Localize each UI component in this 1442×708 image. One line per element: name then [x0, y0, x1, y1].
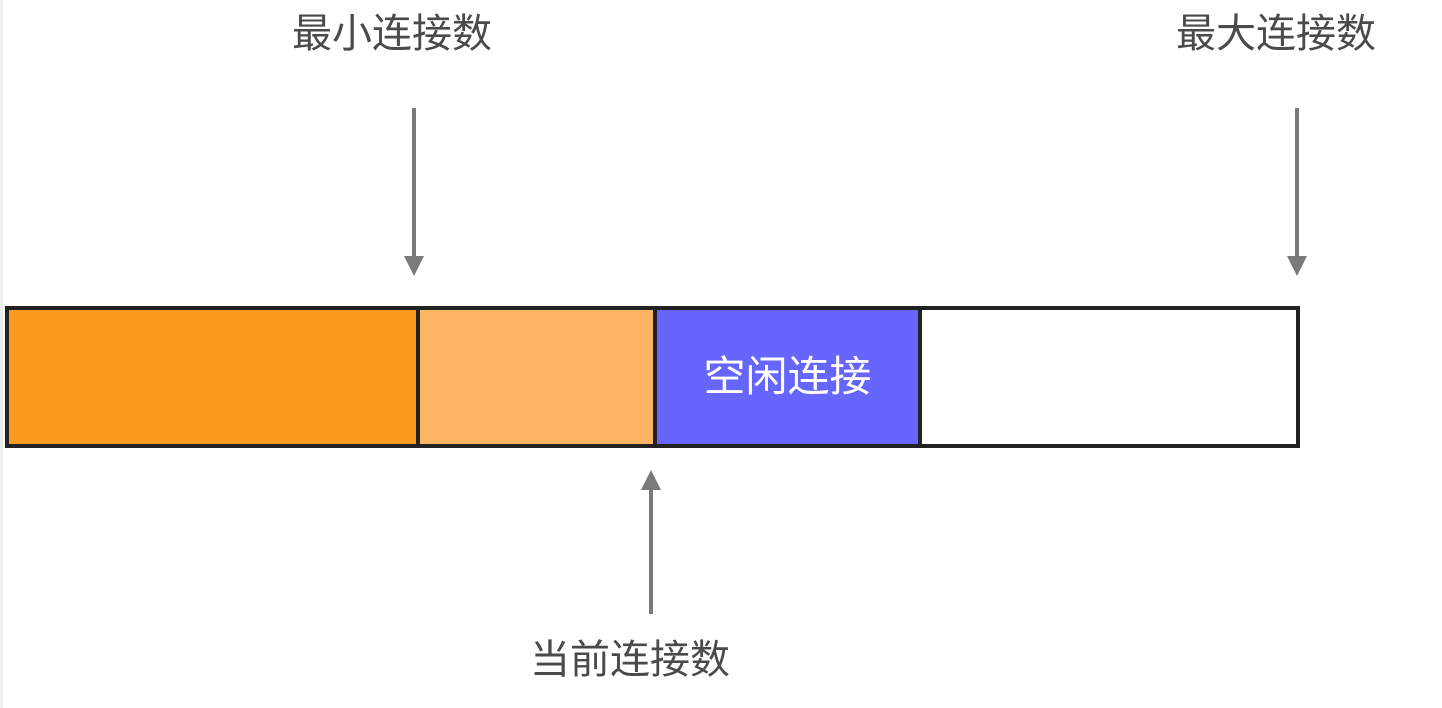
- min-connections-arrow: [404, 108, 424, 276]
- current-connections-arrow: [641, 470, 661, 614]
- max-connections-arrow: [1287, 108, 1307, 276]
- idle-connections-label: 空闲连接: [703, 352, 872, 401]
- min-connections-label: 最小连接数: [292, 11, 492, 57]
- current-connections-label: 当前连接数: [530, 637, 730, 683]
- idle-connections-segment: 空闲连接: [653, 310, 918, 444]
- max-connections-label: 最大连接数: [1176, 11, 1376, 57]
- left-edge-rule: [0, 0, 3, 708]
- min-connections-segment: [9, 310, 416, 444]
- connection-pool-bar: 空闲连接: [5, 306, 1300, 448]
- unused-capacity-segment: [918, 310, 1296, 444]
- active-over-min-segment: [416, 310, 653, 444]
